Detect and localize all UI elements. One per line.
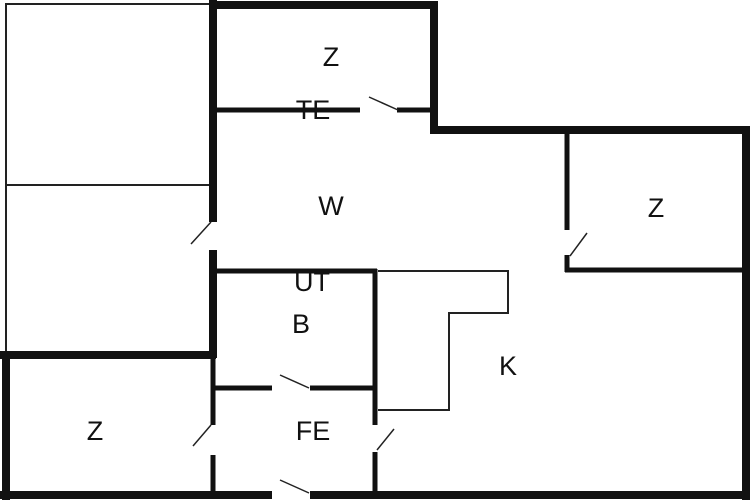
room-label-bottom-left-room: Z — [87, 416, 104, 446]
room-label-kitchen: K — [499, 351, 517, 381]
room-label-bath: B — [292, 309, 310, 339]
door-swing-bath — [279, 374, 310, 389]
room-label-top-room: Z — [323, 42, 340, 72]
room-label-top-corridor: TE — [296, 95, 331, 125]
door-swing-right-room — [569, 232, 588, 257]
room-label-hall: FE — [296, 416, 331, 446]
neighbor-outline — [5, 3, 210, 353]
kitchen-counter — [378, 270, 509, 411]
door-swing-entrance — [279, 479, 310, 494]
door-swing-living-left — [190, 221, 212, 245]
room-label-utility: ÜT — [294, 267, 330, 297]
door-swing-top-room — [368, 96, 399, 111]
room-label-right-room: Z — [648, 193, 665, 223]
room-label-living: W — [318, 191, 344, 221]
door-swing-hall-kitchen — [376, 428, 395, 451]
door-swing-bottom-left-room — [192, 424, 212, 447]
